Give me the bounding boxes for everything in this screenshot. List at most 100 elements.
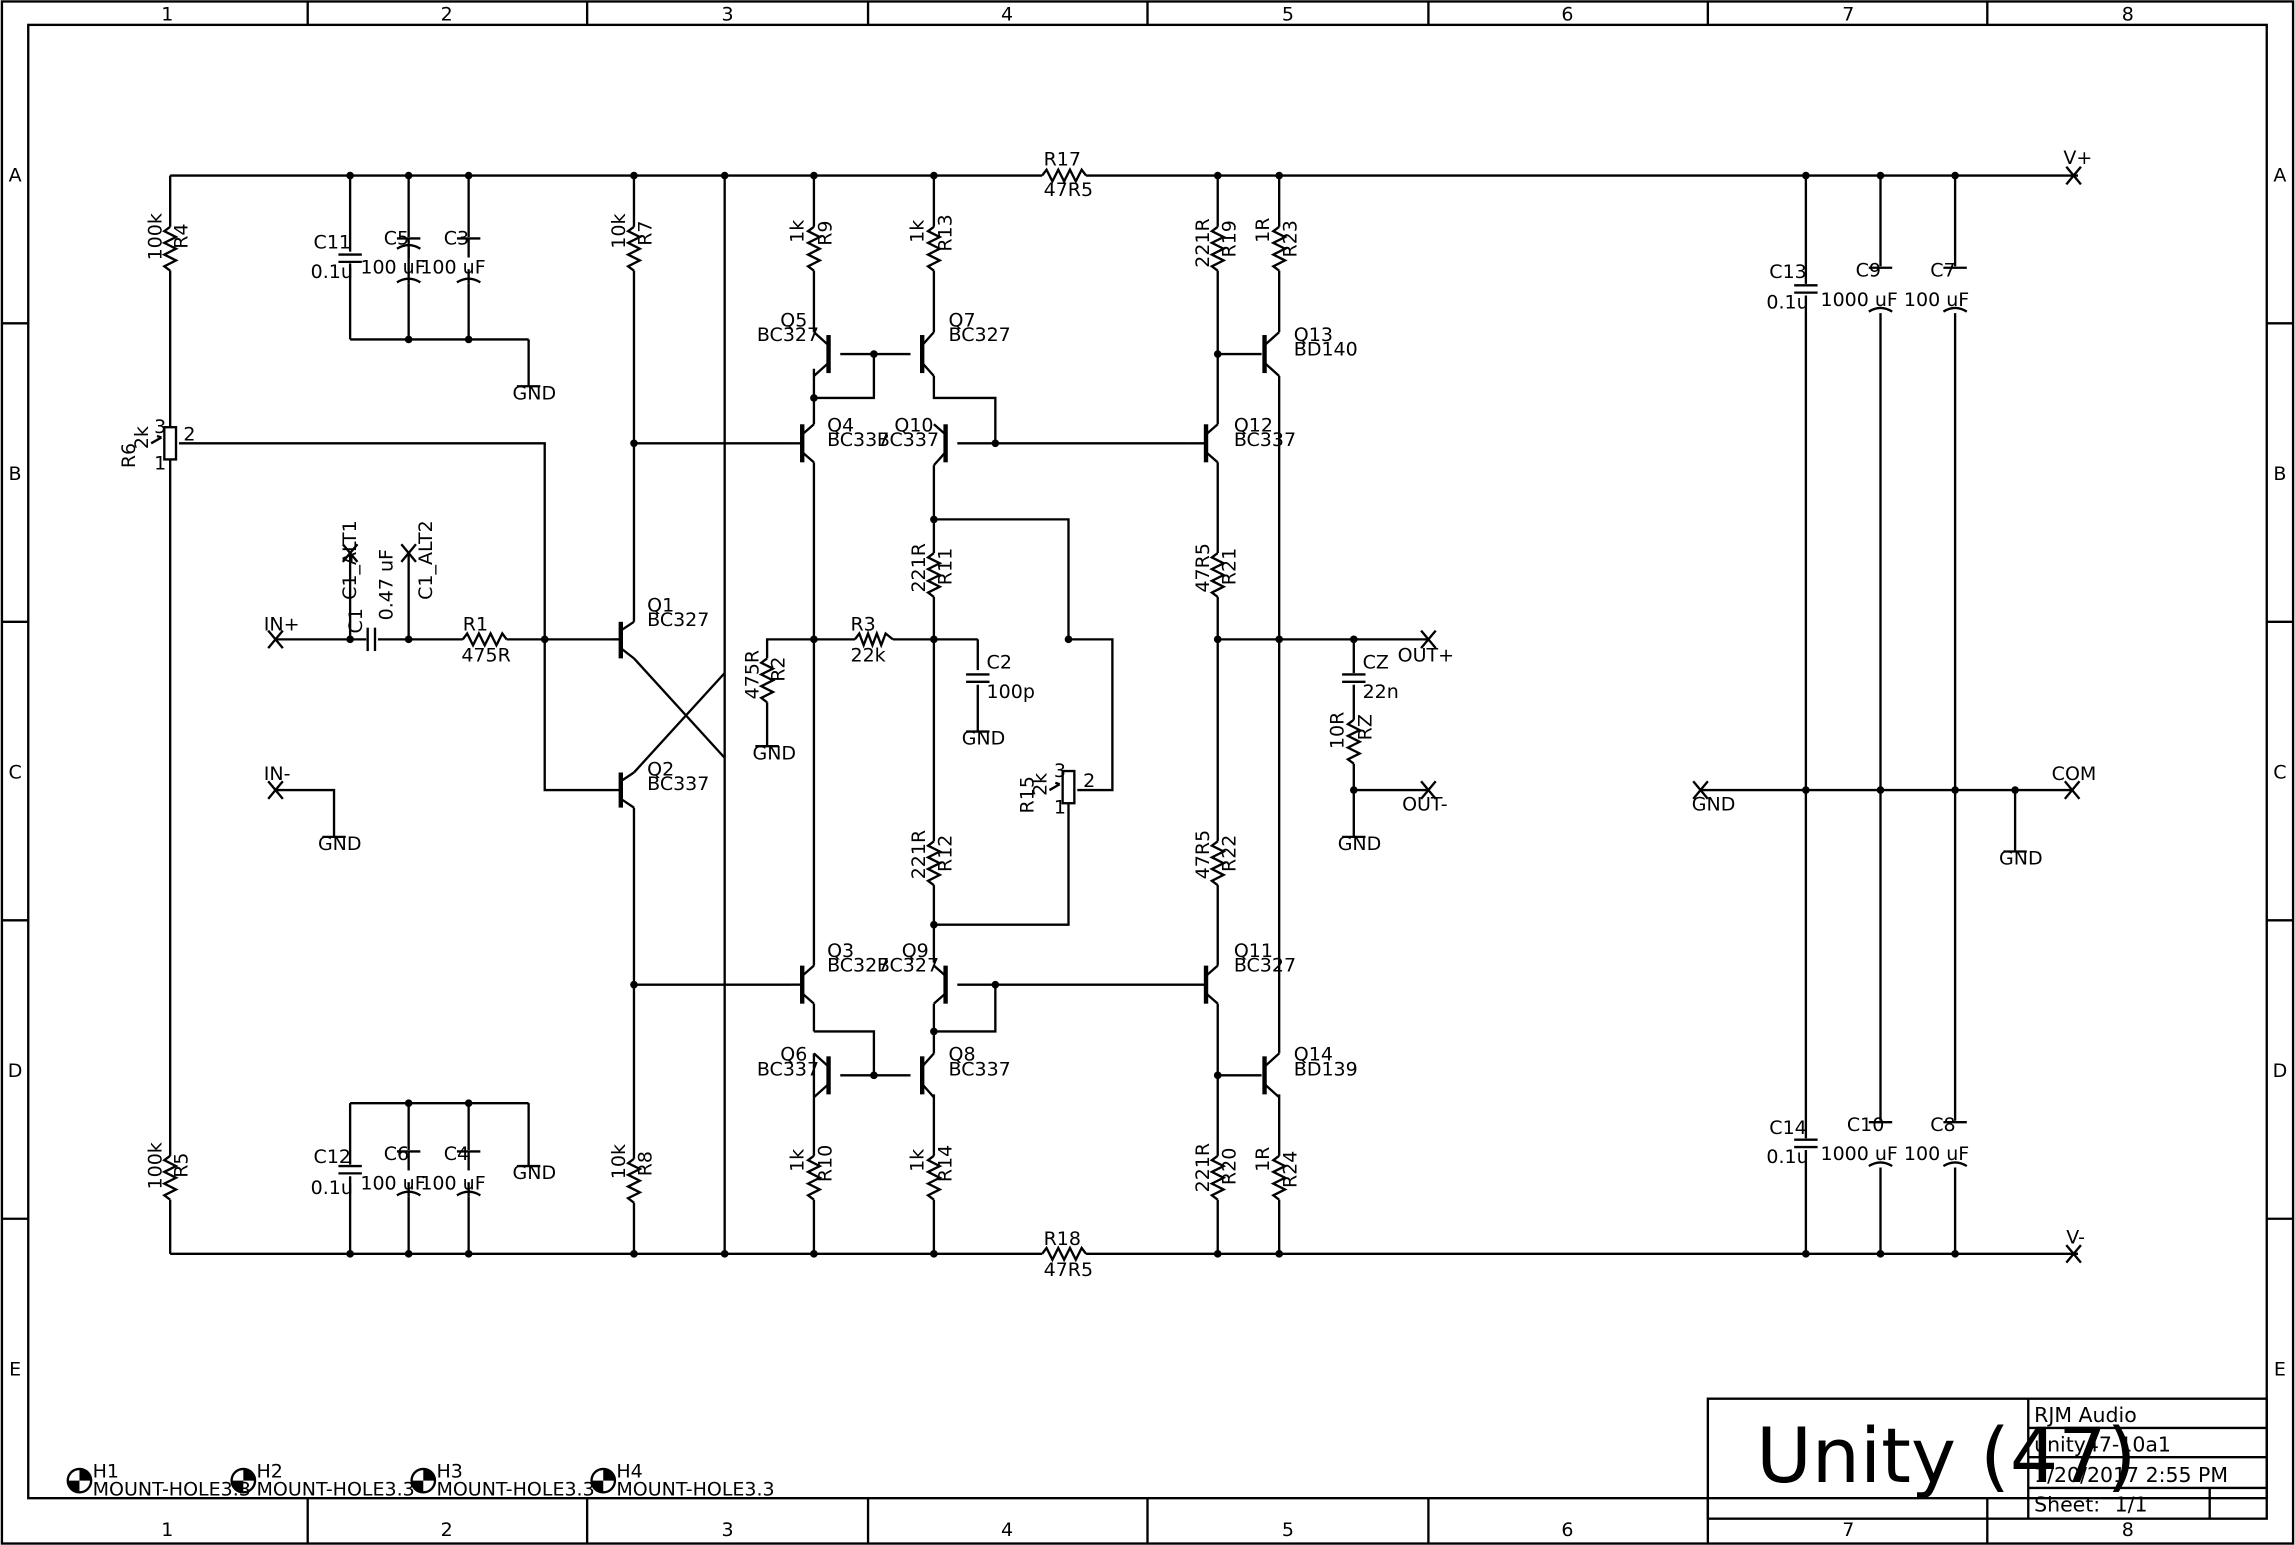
capacitor-c13 xyxy=(1794,284,1818,294)
gnd-label: GND xyxy=(1999,848,2043,870)
h2-value: MOUNT-HOLE3.3 xyxy=(256,1478,414,1500)
port-label-in-minus: IN- xyxy=(264,763,291,785)
resistor-r1 xyxy=(461,630,508,648)
r12-ref: R12 xyxy=(934,835,956,872)
c1-alt2-ref: C1_ALT2 xyxy=(415,520,437,600)
q14-ref: Q14 xyxy=(1294,1044,1333,1066)
capacitor-c14 xyxy=(1794,1138,1818,1149)
transistor-q3 xyxy=(790,964,815,1005)
resistor-r23 xyxy=(1270,225,1288,272)
resistor-r24 xyxy=(1270,1154,1288,1201)
c5-value: 100 uF xyxy=(360,257,425,279)
capacitor-c3 xyxy=(456,237,481,284)
row-label: D xyxy=(8,1060,23,1082)
r1-ref: R1 xyxy=(463,614,488,636)
resistor-r5 xyxy=(161,1154,179,1201)
r13-ref: R13 xyxy=(934,214,956,251)
r18-value: 47R5 xyxy=(1044,1259,1093,1281)
mount-hole-h4 xyxy=(590,1467,617,1494)
terminal-out-plus xyxy=(1420,629,1437,649)
r11-ref: R11 xyxy=(934,548,956,585)
transistor-q4 xyxy=(790,423,815,464)
h4-value: MOUNT-HOLE3.3 xyxy=(616,1478,774,1500)
column-label: 1 xyxy=(161,3,173,25)
row-labels-left: A B C D E xyxy=(8,164,23,1380)
capacitor-c7 xyxy=(1942,266,1968,313)
r22-value: 47R5 xyxy=(1192,830,1214,879)
r5-ref: R5 xyxy=(171,1152,193,1177)
r4-ref: R4 xyxy=(171,223,193,248)
rz-ref: RZ xyxy=(1354,714,1376,740)
title-block-date: 1/20/2017 2:55 PM xyxy=(2034,1463,2228,1487)
gnd-label: GND xyxy=(752,742,796,764)
c12-value: 0.1u xyxy=(311,1177,353,1199)
column-label: 8 xyxy=(2122,3,2134,25)
r12-value: 221R xyxy=(908,830,930,879)
r5-value: 100k xyxy=(144,1142,166,1189)
r18-ref: R18 xyxy=(1044,1228,1081,1250)
c8-ref: C8 xyxy=(1930,1114,1955,1136)
q3-ref: Q3 xyxy=(827,940,854,962)
r3-ref: R3 xyxy=(850,614,875,636)
r20-ref: R20 xyxy=(1218,1148,1240,1185)
c11-value: 0.1u xyxy=(311,261,353,283)
transistor-q5 xyxy=(813,331,831,377)
terminal-in-plus xyxy=(267,629,284,649)
column-label: 6 xyxy=(1561,1519,1573,1541)
h3-ref: H3 xyxy=(436,1461,462,1483)
title-block xyxy=(1706,1397,2268,1520)
terminal-vplus xyxy=(2065,166,2082,186)
c1-value: 0.47 uF xyxy=(376,549,398,620)
q7-ref: Q7 xyxy=(949,309,976,331)
q13-ref: Q13 xyxy=(1294,324,1333,346)
r14-value: 1k xyxy=(907,1149,929,1172)
c10-ref: C10 xyxy=(1847,1114,1884,1136)
mount-hole-h2 xyxy=(230,1467,257,1494)
resistor-r4 xyxy=(161,225,179,272)
port-label-out-plus: OUT+ xyxy=(1398,644,1454,666)
row-label: C xyxy=(8,761,21,783)
column-label: 7 xyxy=(1842,3,1854,25)
q1-value: BC327 xyxy=(647,609,709,631)
q10-value: BC337 xyxy=(877,429,939,451)
terminal-gnd xyxy=(1692,780,1709,800)
terminal-out-minus xyxy=(1420,780,1437,800)
column-label: 5 xyxy=(1282,1519,1294,1541)
c3-value: 100 uF xyxy=(420,257,485,279)
column-label: 7 xyxy=(1842,1519,1854,1541)
r2-ref: R2 xyxy=(768,656,790,681)
transistor-q14 xyxy=(1262,1052,1280,1099)
transistor-q11 xyxy=(1188,964,1219,1005)
h1-value: MOUNT-HOLE3.3 xyxy=(93,1478,251,1500)
q8-ref: Q8 xyxy=(949,1044,976,1066)
title-block-company: RJM Audio xyxy=(2034,1403,2137,1427)
r17-value: 47R5 xyxy=(1044,179,1093,201)
port-label-out-minus: OUT- xyxy=(1402,794,1448,816)
r7-ref: R7 xyxy=(635,220,657,245)
r6-value: 2k xyxy=(131,426,153,449)
r6-ref: R6 xyxy=(118,443,140,468)
r15-pin2: 2 xyxy=(1083,770,1095,792)
column-label: 2 xyxy=(441,1519,453,1541)
h4-ref: H4 xyxy=(616,1461,642,1483)
q6-ref: Q6 xyxy=(780,1044,807,1066)
column-label: 1 xyxy=(161,1519,173,1541)
c9-value: 1000 uF xyxy=(1821,289,1898,311)
c6-value: 100 uF xyxy=(360,1172,425,1194)
q13-value: BD140 xyxy=(1294,339,1358,361)
transistor-q12 xyxy=(1188,423,1219,464)
q8-value: BC337 xyxy=(949,1058,1011,1080)
r24-value: 1R xyxy=(1252,1147,1274,1172)
q12-value: BC337 xyxy=(1234,429,1296,451)
column-labels-bottom: 1 2 3 4 5 6 7 8 xyxy=(161,1519,2134,1541)
r15-pin1: 1 xyxy=(1054,796,1066,818)
resistor-r13 xyxy=(925,225,943,272)
port-label-in-plus: IN+ xyxy=(264,614,300,636)
mount-hole-h3 xyxy=(410,1467,437,1494)
r15-value: 2k xyxy=(1030,773,1052,796)
c6-ref: C6 xyxy=(384,1143,409,1165)
c13-value: 0.1u xyxy=(1766,292,1808,314)
q4-value: BC337 xyxy=(827,429,889,451)
